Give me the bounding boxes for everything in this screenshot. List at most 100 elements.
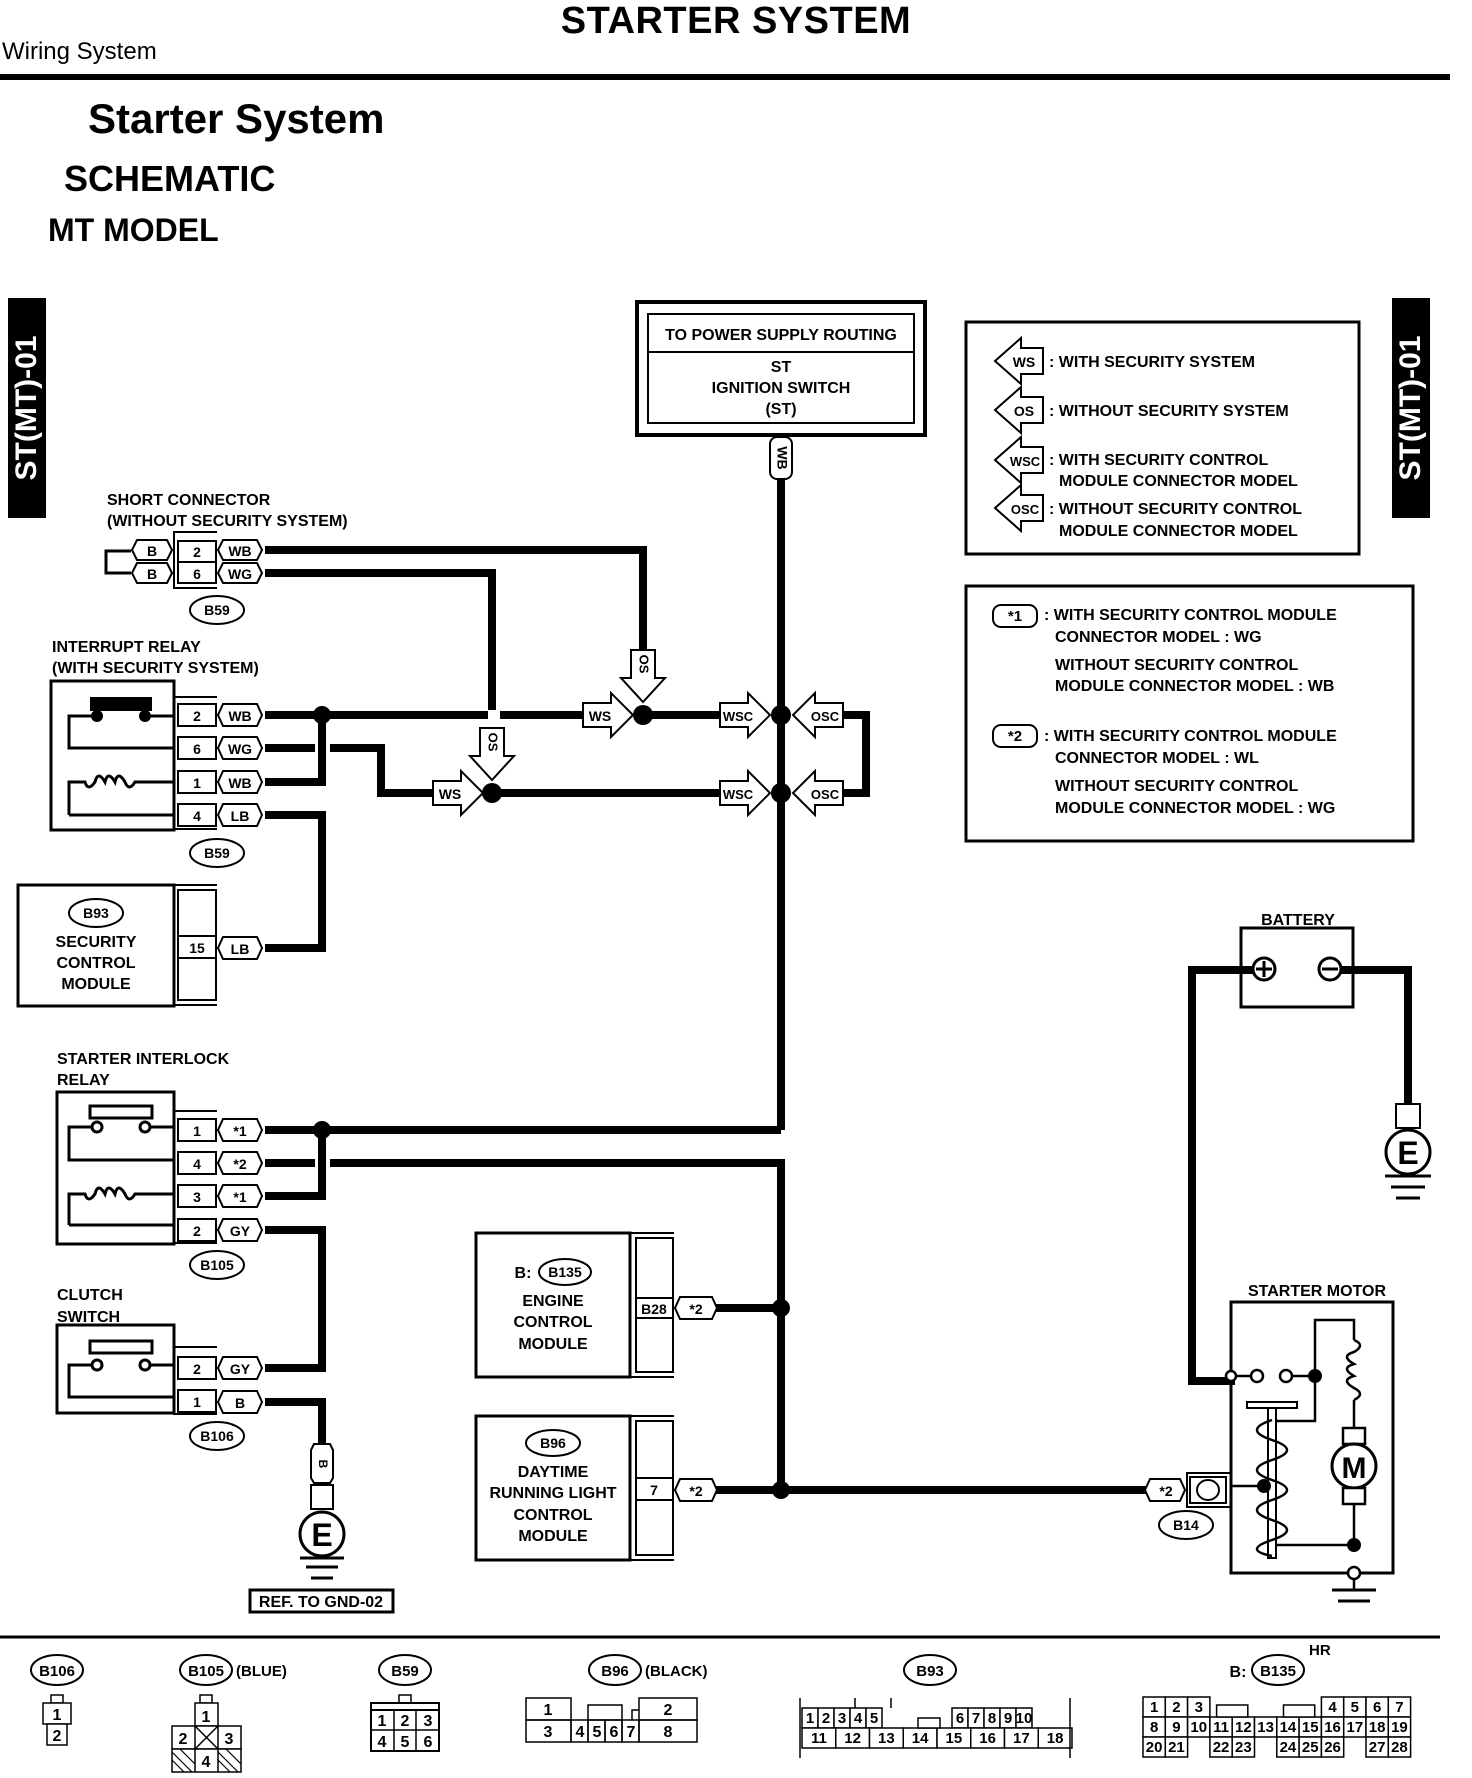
svg-text:OS: OS [637, 655, 652, 674]
os-arrow-lower: OS [467, 727, 517, 782]
svg-text:15: 15 [189, 940, 205, 956]
svg-text:BATTERY: BATTERY [1261, 912, 1335, 929]
svg-text:B135: B135 [1260, 1663, 1296, 1680]
battery: BATTERY E [1239, 912, 1432, 1200]
svg-text:5: 5 [401, 1734, 410, 1751]
svg-text:HR: HR [1309, 1642, 1331, 1659]
page-tab-right: ST(MT)-01 [1392, 298, 1430, 518]
svg-text:B:: B: [1230, 1664, 1247, 1681]
svg-text:: WITHOUT SECURITY CONTROL: : WITHOUT SECURITY CONTROL [1049, 501, 1302, 518]
svg-text:2: 2 [193, 1223, 201, 1239]
connector-key [1215, 1704, 1249, 1718]
wsc-arrow-lower: WSC [719, 768, 772, 818]
svg-text:LB: LB [231, 808, 250, 824]
svg-text:1: 1 [544, 1702, 553, 1719]
svg-text:WS: WS [1013, 354, 1036, 370]
svg-text:2: 2 [53, 1728, 62, 1745]
svg-text:B93: B93 [83, 905, 109, 921]
connector-pin-number: 13 [1257, 1719, 1274, 1736]
connector-view-b96: B96 (BLACK) 1 2 3 4 5 6 7 8 [525, 1654, 707, 1743]
power-box-line2: IGNITION SWITCH [712, 380, 851, 397]
wire-osc-loop [843, 711, 870, 797]
schematic-heading: SCHEMATIC [64, 158, 276, 199]
svg-text:2: 2 [193, 1361, 201, 1377]
connector-pin-number: 3 [838, 1710, 846, 1727]
ground-e-icon [298, 1510, 346, 1558]
connector-pin-number: 6 [956, 1710, 964, 1727]
svg-text:B14: B14 [1173, 1517, 1199, 1533]
connector-pin-number: 9 [1004, 1710, 1012, 1727]
ws-arrow-top: WS [582, 690, 635, 740]
connector-pin-number: 12 [1235, 1719, 1252, 1736]
svg-text:WSC: WSC [723, 787, 754, 802]
security-control-module: B93 SECURITY CONTROL MODULE 15 LB [16, 883, 264, 1008]
connector-pin-number: 4 [854, 1710, 863, 1727]
connector-view-b106: B106 1 2 [30, 1654, 84, 1746]
svg-text:2: 2 [401, 1713, 410, 1730]
connector-pin-number: 17 [1347, 1719, 1364, 1736]
category-label: Wiring System [2, 38, 157, 65]
svg-text:: WITH SECURITY CONTROL: : WITH SECURITY CONTROL [1049, 452, 1268, 469]
svg-text:E: E [311, 1517, 332, 1553]
svg-text:(WITH SECURITY SYSTEM): (WITH SECURITY SYSTEM) [52, 660, 259, 677]
svg-text:OSC: OSC [811, 709, 840, 724]
svg-text:4: 4 [202, 1754, 211, 1771]
svg-text:DAYTIME: DAYTIME [518, 1464, 589, 1481]
svg-text:WB: WB [228, 708, 251, 724]
svg-text:*1: *1 [233, 1123, 246, 1139]
connector-pin-cell [1037, 1727, 1073, 1749]
svg-text:3: 3 [544, 1724, 553, 1741]
connector-pin-number: 12 [844, 1730, 861, 1747]
svg-text:MODULE CONNECTOR MODEL : WG: MODULE CONNECTOR MODEL : WG [1055, 800, 1335, 817]
svg-text:MODULE CONNECTOR MODEL: MODULE CONNECTOR MODEL [1059, 473, 1298, 490]
connector-pin-number: 3 [1195, 1699, 1203, 1716]
svg-text:WB: WB [228, 543, 251, 559]
wire-interlock-3 [265, 1130, 326, 1200]
connector-view-b105: B105 (BLUE) 1 2 3 4 [171, 1654, 287, 1773]
connector-pin-number: 6 [1373, 1699, 1381, 1716]
svg-text:*2: *2 [1008, 728, 1022, 745]
svg-text:WB: WB [774, 446, 790, 469]
power-box-line1: ST [771, 359, 792, 376]
connector-pin-cell [1231, 1736, 1256, 1758]
connector-pin-number: 1 [806, 1710, 814, 1727]
svg-text:*2: *2 [689, 1301, 702, 1317]
connector-pin-number: 22 [1213, 1739, 1230, 1756]
svg-text:CONNECTOR MODEL : WL: CONNECTOR MODEL : WL [1055, 750, 1259, 767]
connector-pin-number: 18 [1369, 1719, 1386, 1736]
svg-text:OS: OS [1014, 403, 1034, 419]
svg-text:STARTER MOTOR: STARTER MOTOR [1248, 1283, 1387, 1300]
connector-key [1282, 1704, 1316, 1718]
wire-ir-1 [265, 715, 326, 786]
svg-text:WS: WS [589, 708, 612, 724]
connector-view-b59: B59 1 2 3 4 5 6 [370, 1654, 440, 1752]
wires [265, 479, 1412, 1494]
model-heading: MT MODEL [48, 212, 219, 248]
wire-ir-6b [330, 744, 438, 797]
svg-text:OSC: OSC [811, 787, 840, 802]
connector-pin-number: 4 [1328, 1699, 1337, 1716]
svg-text:1: 1 [378, 1713, 387, 1730]
svg-text:4: 4 [576, 1724, 585, 1741]
svg-text:B59: B59 [391, 1663, 419, 1680]
svg-text:MODULE CONNECTOR MODEL: MODULE CONNECTOR MODEL [1059, 523, 1298, 540]
svg-text:CONTROL: CONTROL [56, 955, 135, 972]
svg-text:1: 1 [193, 1394, 201, 1410]
svg-text:3: 3 [424, 1713, 433, 1730]
svg-text:6: 6 [610, 1724, 619, 1741]
wire-short-wb [265, 546, 647, 668]
svg-text:ENGINE: ENGINE [522, 1293, 584, 1310]
svg-text:6: 6 [193, 566, 201, 582]
connector-pin-cell [1164, 1736, 1189, 1758]
svg-text:4: 4 [378, 1734, 387, 1751]
wire-battery-neg [1335, 966, 1412, 1108]
svg-text:B106: B106 [39, 1663, 75, 1680]
connector-pin-number: 11 [1213, 1719, 1229, 1736]
svg-text:B59: B59 [204, 602, 230, 618]
svg-text:7: 7 [627, 1724, 636, 1741]
connector-pin-number: 2 [822, 1710, 830, 1727]
header-divider [0, 74, 1450, 80]
svg-text:1: 1 [193, 1123, 201, 1139]
junction-tags: WS OS WSC OSC WS OS WSC OSC [432, 649, 844, 818]
svg-text:: WITH SECURITY CONTROL MODULE: : WITH SECURITY CONTROL MODULE [1044, 607, 1337, 624]
